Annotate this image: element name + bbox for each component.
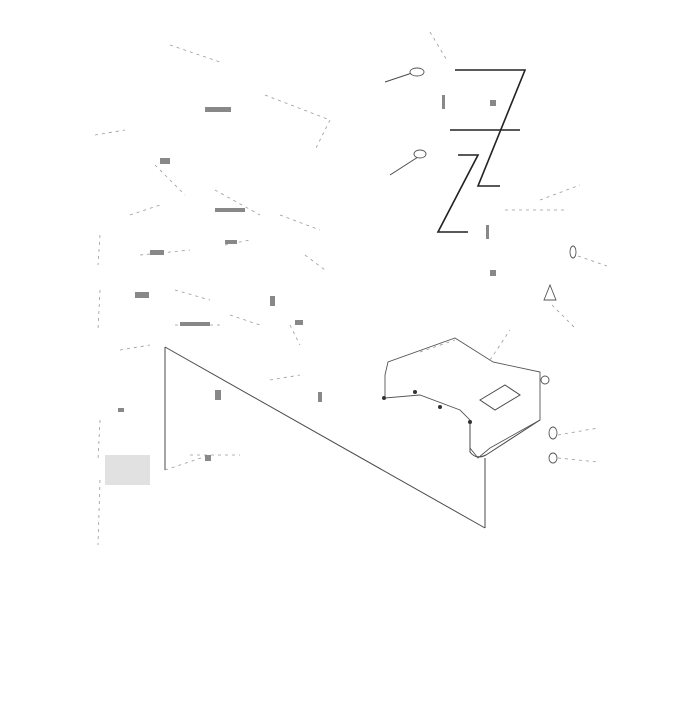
fastener-point	[382, 396, 386, 400]
housing-body	[384, 337, 541, 459]
leader-line	[94, 129, 126, 136]
pin-icon	[215, 390, 221, 400]
faded-label-mark	[225, 240, 237, 244]
leader-line	[129, 204, 161, 216]
leader-line	[139, 249, 191, 256]
pin-icon	[318, 392, 322, 402]
faded-cluster	[105, 455, 150, 485]
leader-line	[489, 329, 511, 361]
leader-line	[557, 457, 599, 463]
leader-line	[174, 289, 211, 301]
leader-line	[229, 314, 261, 326]
leader-line	[97, 289, 101, 331]
leader-line	[279, 214, 321, 231]
bolt-icon	[135, 292, 149, 298]
pin-icon	[270, 296, 275, 306]
leader-line	[314, 119, 331, 151]
rail-top-edge	[164, 346, 486, 529]
leader-line	[169, 44, 221, 63]
grommet-icon	[540, 375, 550, 385]
nut-icon	[205, 455, 211, 461]
leader-line	[557, 427, 599, 436]
leader-line	[269, 374, 301, 381]
leader-line	[429, 31, 449, 63]
leader-line	[224, 239, 251, 246]
box-housing	[382, 329, 550, 459]
pin-icon	[486, 225, 489, 239]
leader-line	[289, 324, 301, 346]
rail-bottom-edge	[164, 454, 211, 471]
faded-label-mark	[205, 107, 231, 112]
washer-icon	[118, 408, 124, 412]
leader-line	[419, 339, 456, 353]
nut-icon	[490, 100, 496, 106]
lower-z-bracket	[436, 154, 480, 233]
housing-front-flange	[469, 419, 541, 458]
leader-line	[214, 189, 261, 216]
faded-label-mark	[215, 208, 245, 212]
leader-line	[539, 184, 581, 201]
fastener-point	[438, 405, 442, 409]
nut-icon	[543, 283, 557, 301]
leader-line	[577, 255, 608, 267]
faded-label-mark	[180, 322, 210, 326]
mounting-rail	[164, 346, 486, 529]
faded-left-assembly	[94, 44, 331, 546]
bolt-icon	[409, 67, 425, 77]
leader-line	[154, 164, 186, 196]
housing-opening	[479, 384, 521, 411]
fastener-point	[413, 390, 417, 394]
leader-line	[97, 234, 101, 266]
bolt-icon	[413, 149, 427, 159]
leader-line	[264, 94, 331, 121]
bolt-icon	[160, 158, 170, 164]
leader-line	[119, 344, 151, 351]
fastener-point	[468, 420, 472, 424]
z-bracket-assembly	[384, 31, 581, 276]
bolt-icon	[569, 245, 577, 259]
right-fasteners	[543, 245, 608, 464]
leader-line	[384, 72, 413, 83]
leader-line	[304, 254, 326, 271]
leader-line	[389, 156, 419, 176]
bolt-icon	[548, 426, 558, 440]
washer-icon	[548, 452, 558, 464]
leader-line	[97, 419, 101, 461]
nut-icon	[295, 320, 303, 325]
upper-z-bracket	[455, 69, 527, 187]
nut-icon	[490, 270, 496, 276]
leader-line	[551, 304, 576, 329]
leader-line	[97, 479, 101, 546]
washer-icon	[442, 95, 445, 109]
faded-label-mark	[150, 250, 164, 255]
